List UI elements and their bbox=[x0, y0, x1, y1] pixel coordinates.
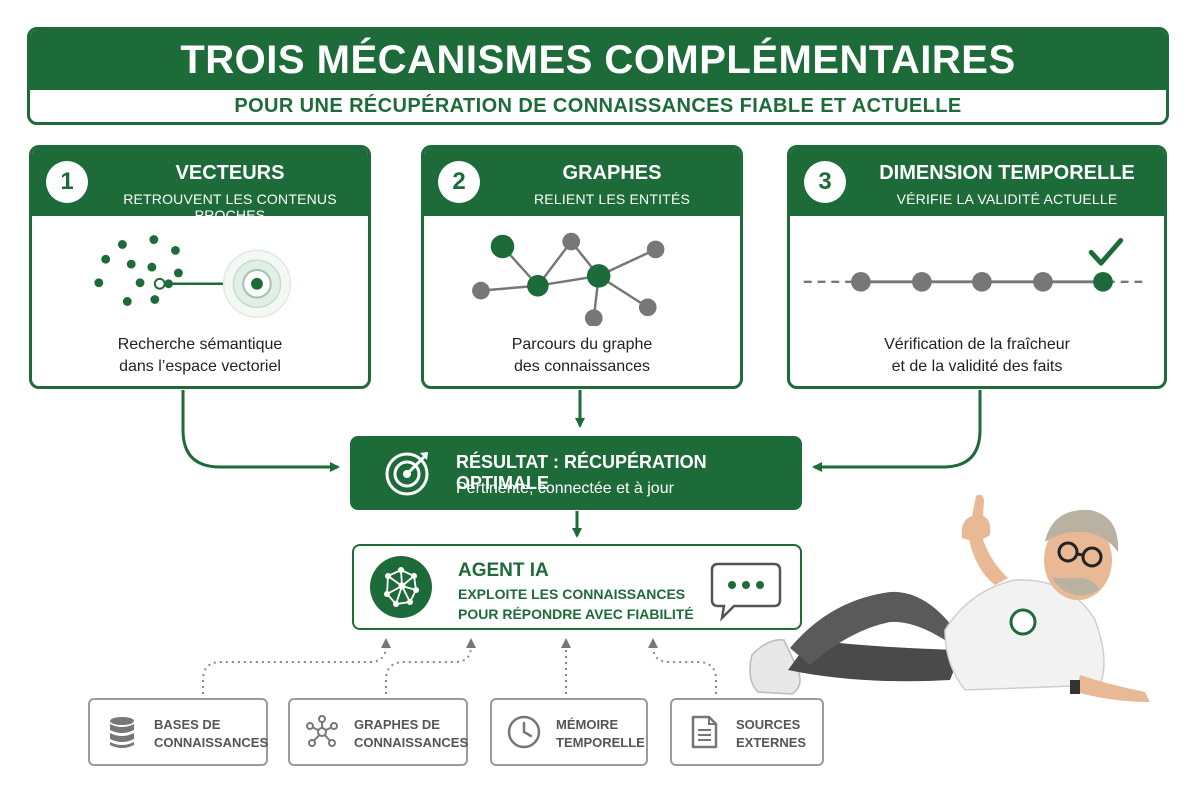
agent-title: AGENT IA bbox=[458, 560, 549, 581]
agent-line2: POUR RÉPONDRE AVEC FIABILITÉ bbox=[458, 606, 694, 622]
agent-box: AGENT IA EXPLOITE LES CONNAISSANCES POUR… bbox=[352, 544, 802, 630]
leg-back bbox=[788, 640, 962, 682]
source-temporal-memory: MÉMOIRE TEMPORELLE bbox=[490, 698, 648, 766]
shoe bbox=[749, 639, 801, 695]
card-title: DIMENSION TEMPORELLE bbox=[879, 162, 1135, 184]
knowledge-graph-icon bbox=[472, 232, 665, 326]
card-vectors-header: 1 VECTEURS RETROUVENT LES CONTENUS PROCH… bbox=[32, 148, 368, 223]
result-title: RÉSULTAT : RÉCUPÉRATION OPTIMALE bbox=[456, 452, 707, 493]
database-icon bbox=[110, 717, 134, 748]
card-desc-line1: Parcours du graphe bbox=[511, 336, 653, 353]
watch bbox=[1070, 680, 1080, 694]
network-icon bbox=[306, 715, 338, 747]
raised-arm bbox=[968, 530, 1008, 585]
page-subtitle: POUR UNE RÉCUPÉRATION DE CONNAISSANCES F… bbox=[234, 94, 962, 117]
beard bbox=[1052, 577, 1100, 596]
agent-line1: EXPLOITE LES CONNAISSANCES bbox=[458, 586, 686, 602]
card-subtitle: VÉRIFIE LA VALIDITÉ ACTUELLE bbox=[896, 191, 1118, 207]
card-number: 3 bbox=[804, 161, 846, 203]
card-number: 1 bbox=[46, 161, 88, 203]
card-desc-line2: et de la validité des faits bbox=[891, 358, 1063, 375]
page-title: TROIS MÉCANISMES COMPLÉMENTAIRES bbox=[180, 37, 1016, 82]
chat-bubble-icon bbox=[710, 562, 782, 622]
reclining-character-illustration bbox=[749, 494, 1150, 702]
source-label-line2: TEMPORELLE bbox=[556, 735, 645, 750]
card-title: VECTEURS bbox=[175, 162, 285, 184]
leg-front bbox=[790, 591, 962, 665]
vector-search-icon bbox=[94, 235, 292, 318]
source-label-line1: SOURCES bbox=[736, 717, 801, 732]
card-desc-line2: dans l’espace vectoriel bbox=[119, 358, 281, 375]
timeline-check-icon bbox=[803, 238, 1145, 292]
card-subtitle: RETROUVENT LES CONTENUS PROCHES bbox=[123, 191, 337, 223]
source-knowledge-graphs: GRAPHES DE CONNAISSANCES bbox=[288, 698, 468, 766]
arrow-temporal-to-result bbox=[812, 390, 982, 472]
clock-icon bbox=[507, 715, 541, 749]
card-temporal-header: 3 DIMENSION TEMPORELLE VÉRIFIE LA VALIDI… bbox=[790, 148, 1164, 216]
thumbs-up-hand bbox=[961, 494, 991, 541]
card-graphs-header: 2 GRAPHES RELIENT LES ENTITÉS bbox=[424, 148, 740, 216]
source-label-line2: EXTERNES bbox=[736, 735, 807, 750]
source-external: SOURCES EXTERNES bbox=[670, 698, 824, 766]
card-desc-line2: des connaissances bbox=[513, 358, 651, 375]
card-desc-line1: Vérification de la fraîcheur bbox=[884, 336, 1070, 353]
card-temporal: 3 DIMENSION TEMPORELLE VÉRIFIE LA VALIDI… bbox=[787, 145, 1167, 389]
document-icon bbox=[691, 715, 718, 749]
card-vectors: 1 VECTEURS RETROUVENT LES CONTENUS PROCH… bbox=[29, 145, 371, 389]
card-subtitle: RELIENT LES ENTITÉS bbox=[533, 191, 691, 207]
neural-network-icon bbox=[384, 567, 419, 607]
card-number: 2 bbox=[438, 161, 480, 203]
lower-arm bbox=[1076, 675, 1150, 702]
source-label-line1: GRAPHES DE bbox=[354, 717, 440, 732]
source-label-line1: MÉMOIRE bbox=[556, 717, 619, 732]
source-label-line1: BASES DE bbox=[154, 717, 221, 732]
target-icon bbox=[385, 452, 429, 496]
result-box: RÉSULTAT : RÉCUPÉRATION OPTIMALE Pertine… bbox=[350, 436, 802, 510]
card-graphs: 2 GRAPHES RELIENT LES ENTITÉS bbox=[421, 145, 743, 389]
card-desc-line1: Recherche sémantique bbox=[117, 336, 283, 353]
card-title: GRAPHES bbox=[562, 162, 662, 184]
glasses bbox=[1057, 541, 1103, 568]
shirt-logo-icon bbox=[1009, 608, 1037, 636]
source-dotted-links bbox=[202, 638, 717, 694]
arrow-vectors-to-result bbox=[181, 390, 340, 472]
header-title-bar: TROIS MÉCANISMES COMPLÉMENTAIRES bbox=[30, 30, 1166, 90]
header-banner: TROIS MÉCANISMES COMPLÉMENTAIRES POUR UN… bbox=[27, 27, 1169, 125]
result-subtitle: Pertinente, connectée et à jour bbox=[456, 480, 674, 497]
source-label-line2: CONNAISSANCES bbox=[154, 735, 269, 750]
source-label-line2: CONNAISSANCES bbox=[354, 735, 469, 750]
hair bbox=[1045, 509, 1119, 552]
source-knowledge-bases: BASES DE CONNAISSANCES bbox=[88, 698, 268, 766]
agent-icon-badge bbox=[370, 556, 432, 618]
